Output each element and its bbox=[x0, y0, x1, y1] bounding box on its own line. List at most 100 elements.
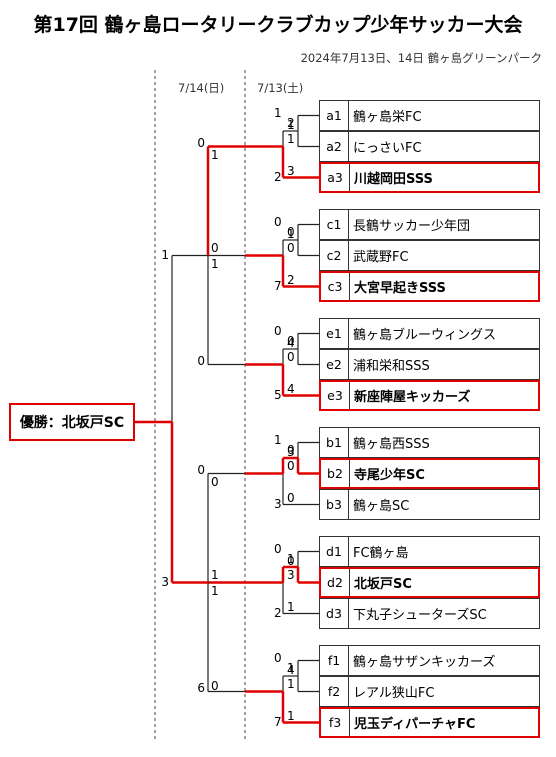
match-score: 3 bbox=[287, 445, 295, 459]
team-code: f3 bbox=[321, 709, 350, 736]
team-a1: a1 鶴ヶ島栄FC bbox=[319, 100, 540, 131]
match-score: 0 bbox=[287, 241, 295, 255]
group-score: 7 bbox=[274, 278, 282, 293]
team-name: 寺尾少年SC bbox=[354, 468, 425, 483]
team-code: a3 bbox=[321, 164, 350, 191]
match-score: 2 bbox=[287, 272, 295, 287]
team-f1: f1 鶴ヶ島サザンキッカーズ bbox=[319, 645, 540, 676]
match-score: 4 bbox=[287, 336, 295, 350]
team-e3: e3 新座陣屋キッカーズ bbox=[319, 380, 540, 411]
team-name: FC鶴ヶ島 bbox=[353, 546, 409, 561]
team-b1: b1 鶴ヶ島西SSS bbox=[319, 427, 540, 458]
group-score: 0 bbox=[274, 650, 282, 665]
match-score: 0 bbox=[287, 350, 295, 364]
match-score: 2 bbox=[287, 115, 295, 130]
final-score: 3 bbox=[161, 574, 169, 589]
day2-header: 7/14(日) bbox=[178, 81, 225, 95]
team-name: 児玉ディパーチャFC bbox=[354, 717, 476, 732]
group-score: 0 bbox=[274, 541, 282, 556]
match-score: 1 bbox=[287, 227, 295, 241]
match-score: 3 bbox=[287, 163, 295, 178]
match-score: 1 bbox=[287, 551, 295, 566]
team-code: c1 bbox=[320, 210, 349, 239]
team-name: 鶴ヶ島ブルーウィングス bbox=[353, 328, 497, 343]
team-name: 鶴ヶ島西SSS bbox=[353, 437, 430, 452]
team-name: レアル狭山FC bbox=[353, 686, 435, 701]
team-d2: d2 北坂戸SC bbox=[319, 567, 540, 598]
team-code: e3 bbox=[321, 382, 350, 409]
day1-header: 7/13(土) bbox=[257, 81, 304, 95]
team-code: e2 bbox=[320, 350, 349, 379]
group-score: 2 bbox=[274, 169, 282, 184]
team-code: a1 bbox=[320, 101, 349, 130]
team-code: f1 bbox=[320, 646, 349, 675]
round2-score: 1 bbox=[211, 583, 219, 598]
event-date-venue: 2024年7月13日、14日 鶴ヶ島グリーンパーク bbox=[300, 51, 542, 65]
final-score: 1 bbox=[161, 247, 169, 262]
round2-score: 0 bbox=[211, 678, 219, 693]
team-name: 下丸子シューターズSC bbox=[353, 608, 487, 623]
round2-score: 6 bbox=[197, 680, 205, 695]
team-code: b2 bbox=[321, 460, 350, 487]
team-name: 北坂戸SC bbox=[354, 577, 412, 592]
team-f3: f3 児玉ディパーチャFC bbox=[319, 707, 540, 738]
match-score: 0 bbox=[287, 333, 295, 348]
group-score: 1 bbox=[274, 105, 282, 120]
match-score: 3 bbox=[287, 568, 295, 582]
match-score: 0 bbox=[287, 459, 295, 473]
group-score: 2 bbox=[274, 605, 282, 620]
group-score: 3 bbox=[274, 496, 282, 511]
team-name: 大宮早起きSSS bbox=[354, 281, 446, 296]
match-score: 1 bbox=[287, 599, 295, 614]
match-score: 1 bbox=[287, 677, 295, 691]
team-name: 鶴ヶ島栄FC bbox=[353, 110, 422, 125]
match-score: 0 bbox=[287, 490, 295, 505]
round2-score: 1 bbox=[211, 567, 219, 582]
round2-score: 0 bbox=[211, 240, 219, 255]
match-score: 1 bbox=[287, 708, 295, 723]
match-score: 1 bbox=[287, 660, 295, 675]
group-score: 0 bbox=[274, 323, 282, 338]
champion-box: 優勝：北坂戸SC bbox=[9, 403, 135, 441]
match-score: 0 bbox=[287, 224, 295, 239]
match-score: 1 bbox=[287, 132, 295, 146]
team-name: 鶴ヶ島SC bbox=[353, 499, 410, 514]
team-code: b1 bbox=[320, 428, 349, 457]
match-score: 0 bbox=[287, 442, 295, 457]
team-f2: f2 レアル狭山FC bbox=[319, 676, 540, 707]
match-score: 4 bbox=[287, 663, 295, 677]
team-name: 鶴ヶ島サザンキッカーズ bbox=[353, 655, 496, 670]
team-e2: e2 浦和栄和SSS bbox=[319, 349, 540, 380]
group-score: 0 bbox=[274, 214, 282, 229]
team-name: 浦和栄和SSS bbox=[353, 359, 430, 374]
group-score: 5 bbox=[274, 387, 282, 402]
team-name: 新座陣屋キッカーズ bbox=[354, 390, 471, 405]
round2-score: 0 bbox=[197, 135, 205, 150]
team-code: d2 bbox=[321, 569, 350, 596]
round2-score: 1 bbox=[211, 256, 219, 271]
round2-score: 0 bbox=[197, 462, 205, 477]
round2-score: 0 bbox=[197, 353, 205, 368]
match-score: 1 bbox=[287, 118, 295, 132]
team-e1: e1 鶴ヶ島ブルーウィングス bbox=[319, 318, 540, 349]
match-score: 0 bbox=[287, 554, 295, 568]
team-b2: b2 寺尾少年SC bbox=[319, 458, 540, 489]
page-title: 第17回 鶴ヶ島ロータリークラブカップ少年サッカー大会 bbox=[33, 14, 523, 36]
team-code: d1 bbox=[320, 537, 349, 566]
match-score: 4 bbox=[287, 381, 295, 396]
team-code: e1 bbox=[320, 319, 349, 348]
team-code: f2 bbox=[320, 677, 349, 706]
team-name: 武蔵野FC bbox=[353, 250, 409, 265]
team-d1: d1 FC鶴ヶ島 bbox=[319, 536, 540, 567]
team-name: にっさいFC bbox=[353, 141, 422, 156]
group-score: 7 bbox=[274, 714, 282, 729]
